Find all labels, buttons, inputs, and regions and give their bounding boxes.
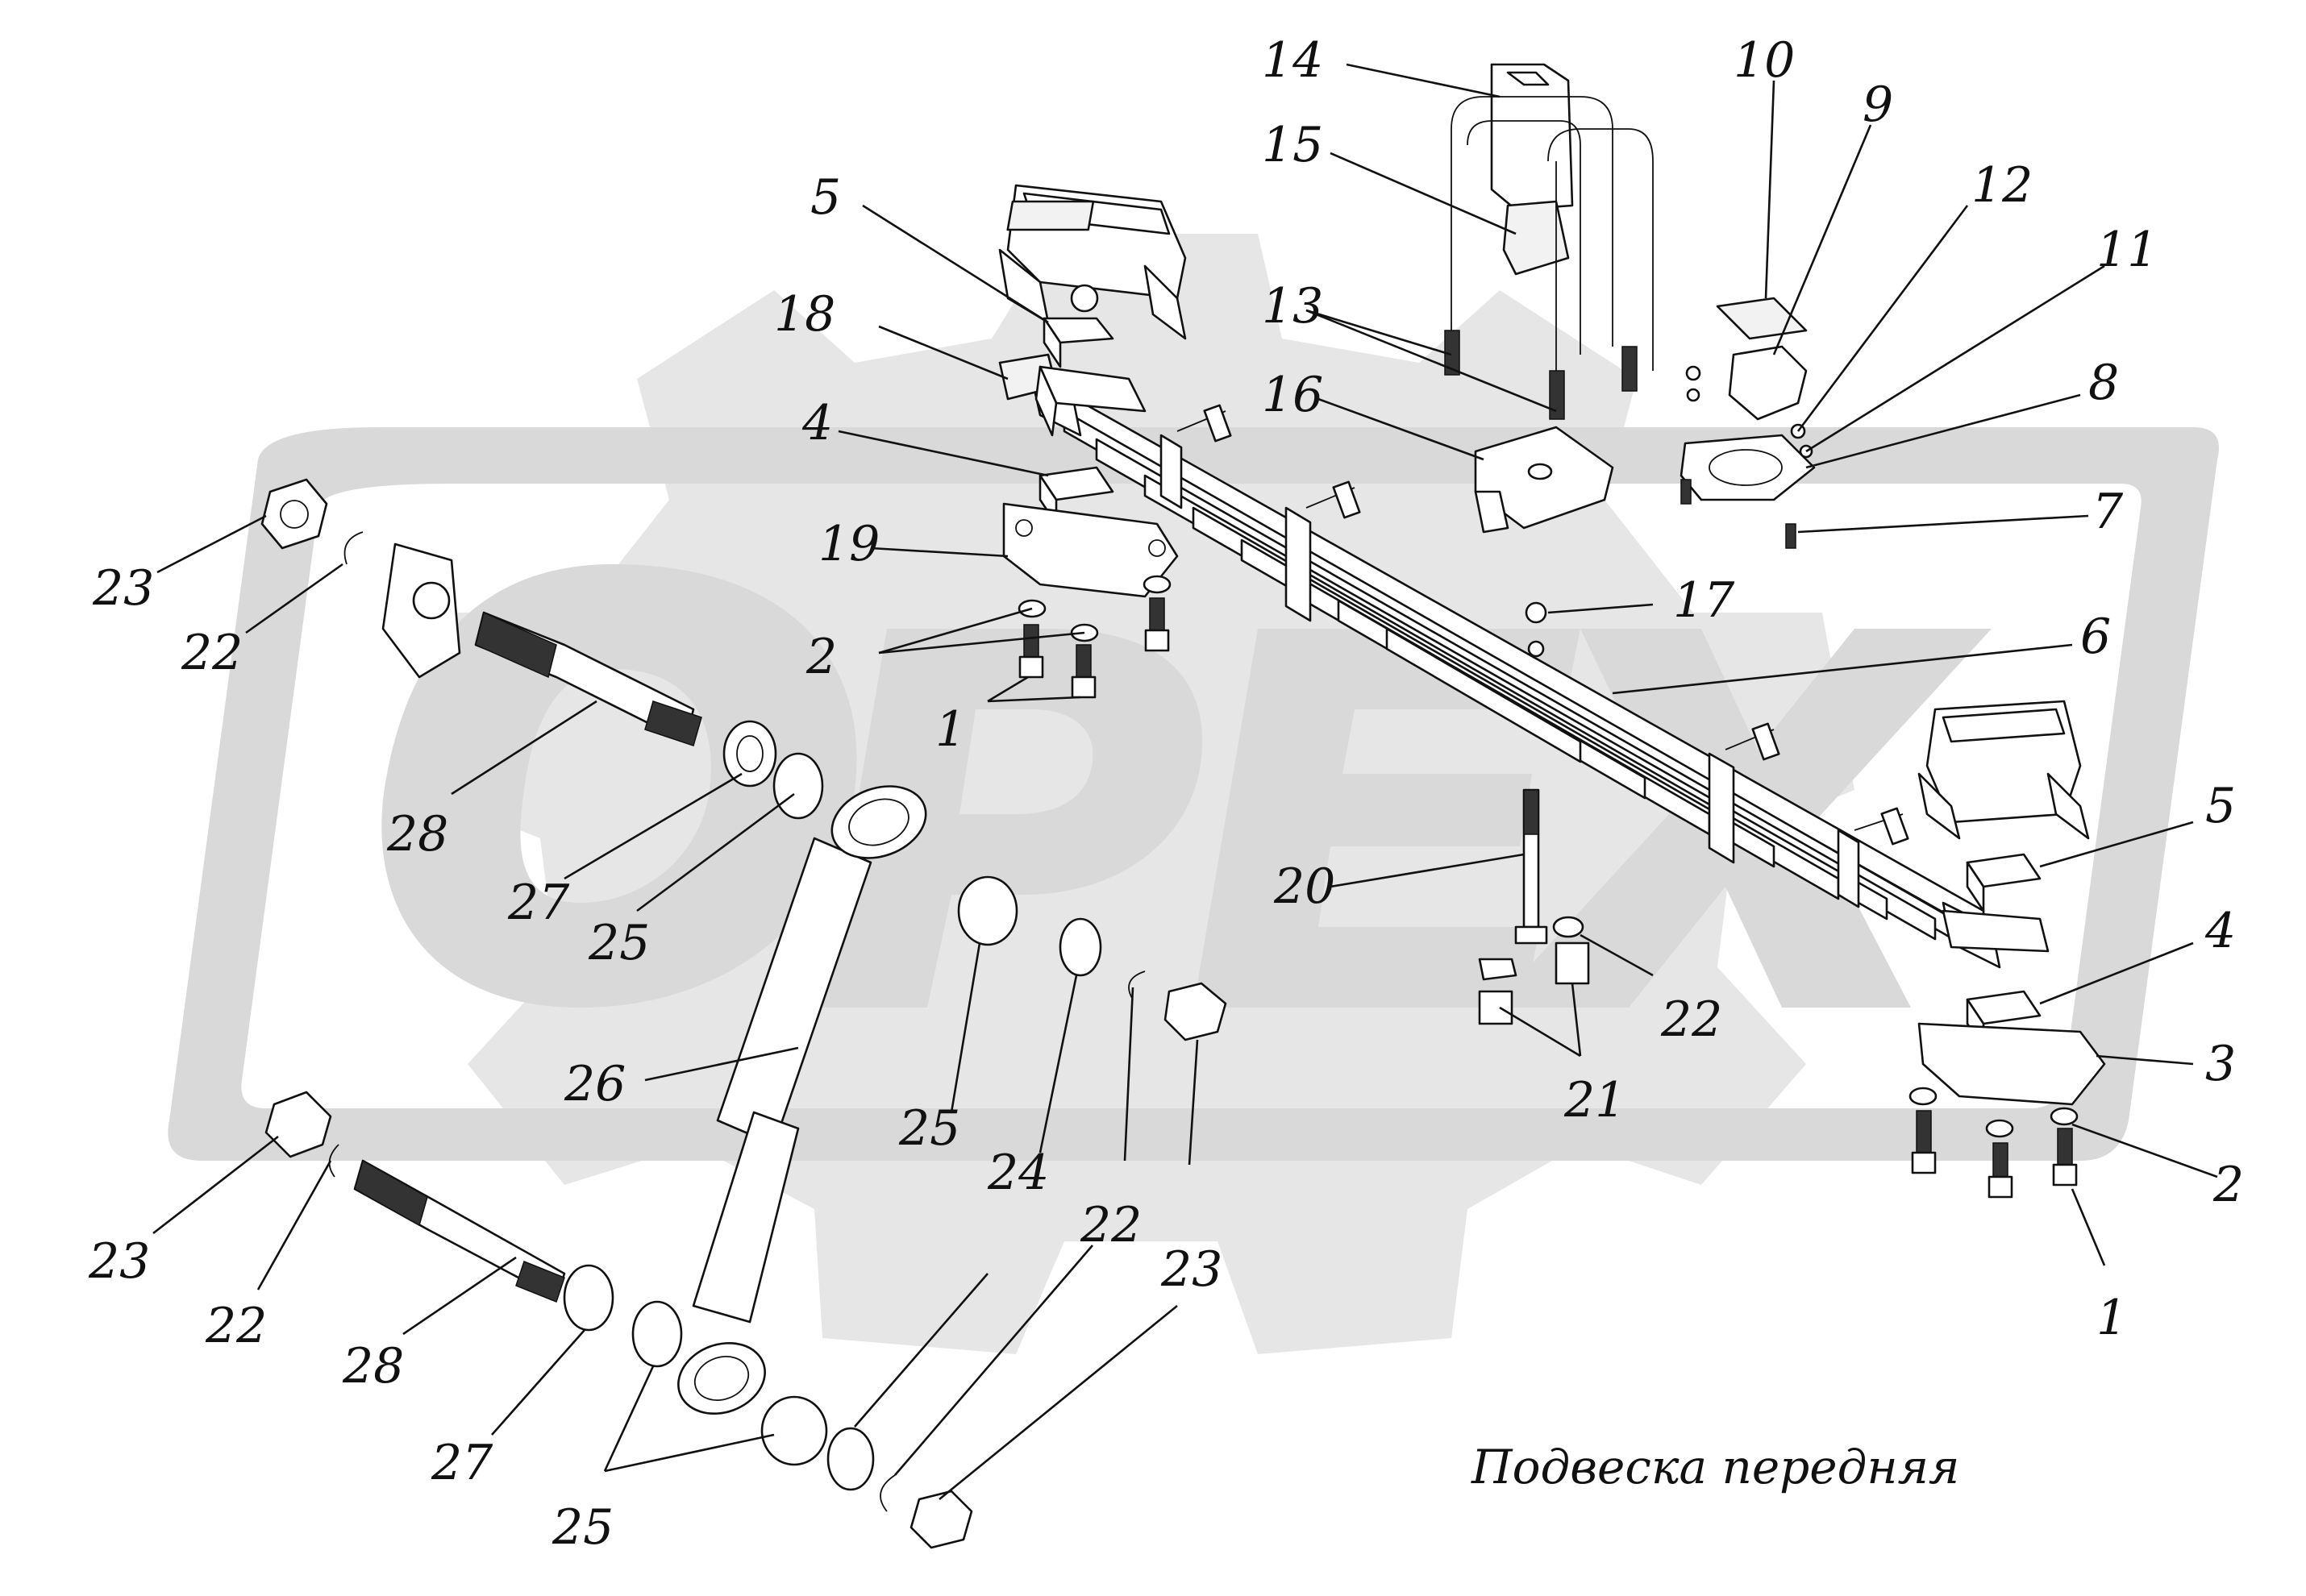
bump-stop-assembly	[1680, 297, 1816, 549]
callout-16: 16	[1262, 367, 1323, 423]
watermark-logo	[168, 234, 2220, 1354]
callout-26: 26	[564, 1056, 626, 1112]
left-support-assembly	[998, 184, 1187, 699]
callout-14: 14	[1262, 32, 1323, 89]
callout-4-upper: 4	[801, 395, 833, 451]
right-support-assembly	[1908, 700, 2106, 1199]
callout-22-top: 22	[181, 625, 243, 681]
callout-23-bottom: 23	[88, 1233, 150, 1290]
callout-2-right: 2	[2212, 1157, 2244, 1213]
callout-24: 24	[987, 1145, 1049, 1201]
callout-17: 17	[1673, 572, 1735, 629]
callout-22-low: 22	[1080, 1197, 1142, 1253]
callout-22-bottom: 22	[205, 1298, 267, 1354]
callout-10: 10	[1734, 32, 1795, 89]
callout-3: 3	[2205, 1036, 2236, 1092]
callout-labels: 14 10 9 15 12 11 5 13 18 8 16 4 7 19 23 …	[88, 32, 2244, 1556]
callout-12: 12	[1971, 157, 2033, 214]
diagram-caption: Подвеска передняя	[1471, 1440, 1959, 1494]
callout-22-mid: 22	[1660, 991, 1722, 1048]
callout-11: 11	[2096, 222, 2158, 278]
callout-25-mid: 25	[898, 1100, 960, 1157]
callout-23-mid: 23	[1160, 1241, 1222, 1298]
leader-lines	[152, 63, 2218, 1501]
callout-1-left: 1	[935, 701, 966, 758]
callout-5-lower: 5	[2205, 778, 2236, 834]
callout-27-bottom: 27	[431, 1435, 493, 1491]
callout-1-right: 1	[2096, 1290, 2127, 1346]
watermark-letter-e	[1193, 629, 1580, 1008]
callout-28-top: 28	[386, 806, 448, 862]
leaf-spring	[1030, 369, 2001, 969]
callout-7: 7	[2092, 484, 2124, 540]
callout-4-lower: 4	[2204, 903, 2236, 959]
callout-6: 6	[2080, 609, 2111, 665]
callout-15: 15	[1262, 117, 1323, 173]
callout-5-upper: 5	[810, 169, 841, 226]
shock-absorber	[677, 785, 927, 1415]
lower-pin-assembly	[264, 1091, 973, 1549]
callout-27-top: 27	[507, 875, 570, 931]
callout-21: 21	[1563, 1072, 1625, 1128]
callout-25-top: 25	[588, 915, 650, 971]
callout-8: 8	[2088, 355, 2119, 411]
u-bolt-assembly	[1444, 63, 1654, 534]
callout-2-left: 2	[805, 629, 837, 685]
center-bolt-assembly	[1478, 788, 1590, 1025]
callout-28-bottom: 28	[342, 1338, 404, 1394]
callout-23-top: 23	[92, 560, 154, 617]
callout-25-bottom: 25	[552, 1499, 614, 1556]
callout-18: 18	[774, 286, 835, 343]
watermark-letter-p	[822, 629, 1203, 1008]
callout-13: 13	[1262, 278, 1323, 335]
callout-19: 19	[818, 516, 880, 572]
callout-9: 9	[1863, 77, 1893, 133]
callout-20: 20	[1273, 858, 1335, 915]
watermark-letter-o	[381, 564, 857, 1008]
upper-pin-assembly	[260, 478, 1227, 1041]
